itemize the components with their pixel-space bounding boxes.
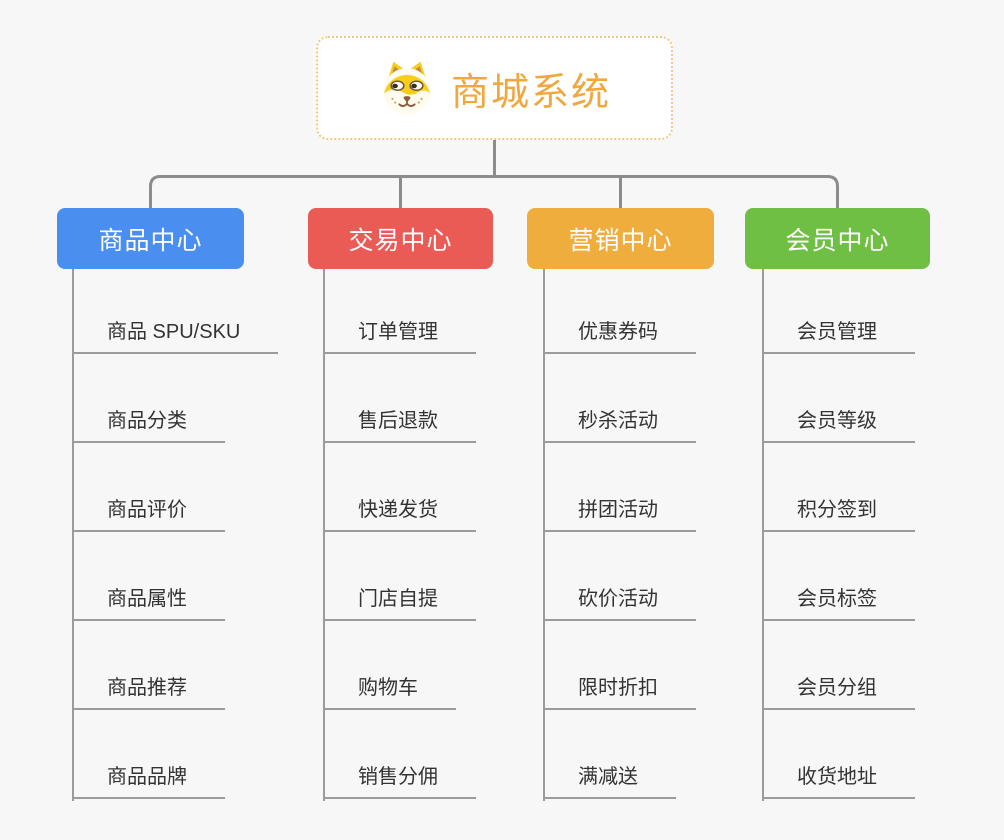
branch-label: 会员中心 — [785, 226, 890, 255]
root-node-label: 商城系统 — [450, 71, 611, 114]
branch-label: 商品中心 — [98, 226, 203, 255]
branch-node-member-center[interactable]: 会员中心 — [745, 208, 930, 269]
leaf-node[interactable]: 优惠券码 — [543, 265, 696, 354]
branch-children-member-center: 会员管理 会员等级 积分签到 会员标签 会员分组 收货地址 — [762, 265, 915, 799]
leaf-node[interactable]: 会员分组 — [762, 621, 915, 710]
branch-spine-line — [543, 269, 545, 801]
branch-children-marketing-center: 优惠券码 秒杀活动 拼团活动 砍价活动 限时折扣 满减送 — [543, 265, 696, 799]
branch-children-trade-center: 订单管理 售后退款 快递发货 门店自提 购物车 销售分佣 — [323, 265, 476, 799]
branch-node-trade-center[interactable]: 交易中心 — [308, 208, 493, 269]
leaf-node[interactable]: 商品评价 — [72, 443, 225, 532]
leaf-node[interactable]: 会员等级 — [762, 354, 915, 443]
leaf-node[interactable]: 商品分类 — [72, 354, 225, 443]
dog-face-icon — [383, 61, 431, 116]
branch-spine-line — [762, 269, 764, 801]
branch-label: 营销中心 — [568, 226, 673, 255]
branch-spine-line — [72, 269, 74, 801]
leaf-node[interactable]: 商品 SPU/SKU — [72, 265, 279, 354]
leaf-node[interactable]: 拼团活动 — [543, 443, 696, 532]
branch-label: 交易中心 — [348, 226, 453, 255]
leaf-node[interactable]: 会员管理 — [762, 265, 915, 354]
leaf-node[interactable]: 会员标签 — [762, 532, 915, 621]
branch-children-product-center: 商品 SPU/SKU 商品分类 商品评价 商品属性 商品推荐 商品品牌 — [72, 265, 279, 799]
leaf-node[interactable]: 收货地址 — [762, 710, 915, 799]
leaf-node[interactable]: 商品属性 — [72, 532, 225, 621]
leaf-node[interactable]: 购物车 — [323, 621, 456, 710]
leaf-node[interactable]: 砍价活动 — [543, 532, 696, 621]
branch-rail-line — [149, 175, 839, 209]
leaf-node[interactable]: 门店自提 — [323, 532, 476, 621]
root-node[interactable]: 商城系统 — [316, 36, 673, 140]
leaf-node[interactable]: 销售分佣 — [323, 710, 476, 799]
leaf-node[interactable]: 积分签到 — [762, 443, 915, 532]
leaf-node[interactable]: 限时折扣 — [543, 621, 696, 710]
branch-spine-line — [323, 269, 325, 801]
branch-node-product-center[interactable]: 商品中心 — [57, 208, 244, 269]
leaf-node[interactable]: 快递发货 — [323, 443, 476, 532]
leaf-node[interactable]: 商品推荐 — [72, 621, 225, 710]
branch-node-marketing-center[interactable]: 营销中心 — [527, 208, 714, 269]
leaf-node[interactable]: 满减送 — [543, 710, 676, 799]
leaf-node[interactable]: 秒杀活动 — [543, 354, 696, 443]
leaf-node[interactable]: 售后退款 — [323, 354, 476, 443]
leaf-node[interactable]: 订单管理 — [323, 265, 476, 354]
leaf-node[interactable]: 商品品牌 — [72, 710, 225, 799]
